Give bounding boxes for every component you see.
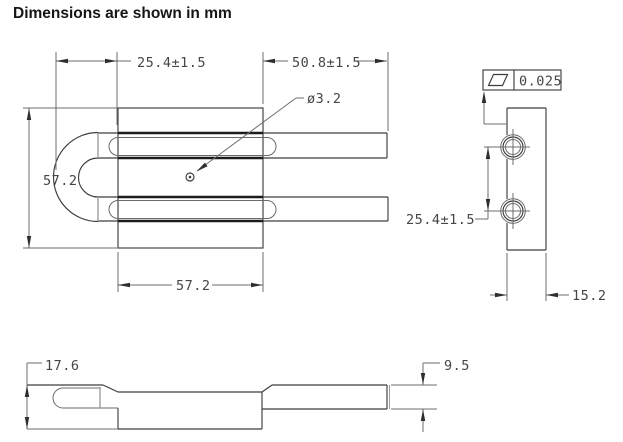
flatness-icon xyxy=(487,73,509,87)
dim-label-hole-diameter: ø3.2 xyxy=(307,91,342,107)
tube-u-bend xyxy=(52,131,99,223)
front-view: 17.6 9.5 xyxy=(24,358,470,432)
dim-label-tube-right-extension: 50.8±1.5 xyxy=(292,55,361,71)
side-view-arrowheads xyxy=(481,91,558,298)
center-hole xyxy=(185,172,195,182)
plate-outline xyxy=(117,107,264,249)
front-view-arrowheads xyxy=(24,373,426,429)
dim-label-tube-diameter: 9.5 xyxy=(444,358,470,374)
hole-leader-line xyxy=(196,97,297,172)
flatness-frame: 0.025 xyxy=(482,69,562,91)
dim-label-tube-pitch: 25.4±1.5 xyxy=(406,212,475,228)
dim-label-overall-height: 17.6 xyxy=(45,358,80,374)
dim-label-tube-left-extension: 25.4±1.5 xyxy=(137,55,206,71)
front-view-dimension-lines xyxy=(26,362,440,432)
side-view-outline xyxy=(506,107,547,251)
side-view: 0.025 25.4±1.5 15.2 xyxy=(406,69,607,304)
top-view-dimension-lines xyxy=(23,52,389,292)
dim-label-plate-width: 57.2 xyxy=(176,278,211,294)
top-view-arrowheads xyxy=(26,58,387,288)
front-view-outline xyxy=(27,384,388,430)
plate-slot-edges xyxy=(118,131,263,223)
flatness-tolerance-value: 0.025 xyxy=(519,74,562,90)
dim-label-plate-thickness: 15.2 xyxy=(572,288,607,304)
top-view: 25.4±1.5 50.8±1.5 57.2 57.2 ø3.2 xyxy=(23,52,389,294)
dim-label-plate-height: 57.2 xyxy=(43,173,78,189)
front-ubend-capsule xyxy=(52,387,118,409)
tube-runs xyxy=(98,132,389,222)
page-title: Dimensions are shown in mm xyxy=(13,5,232,22)
side-view-dimension-lines xyxy=(475,93,569,301)
side-view-centerlines xyxy=(484,129,530,229)
tube-capsules xyxy=(108,137,277,219)
